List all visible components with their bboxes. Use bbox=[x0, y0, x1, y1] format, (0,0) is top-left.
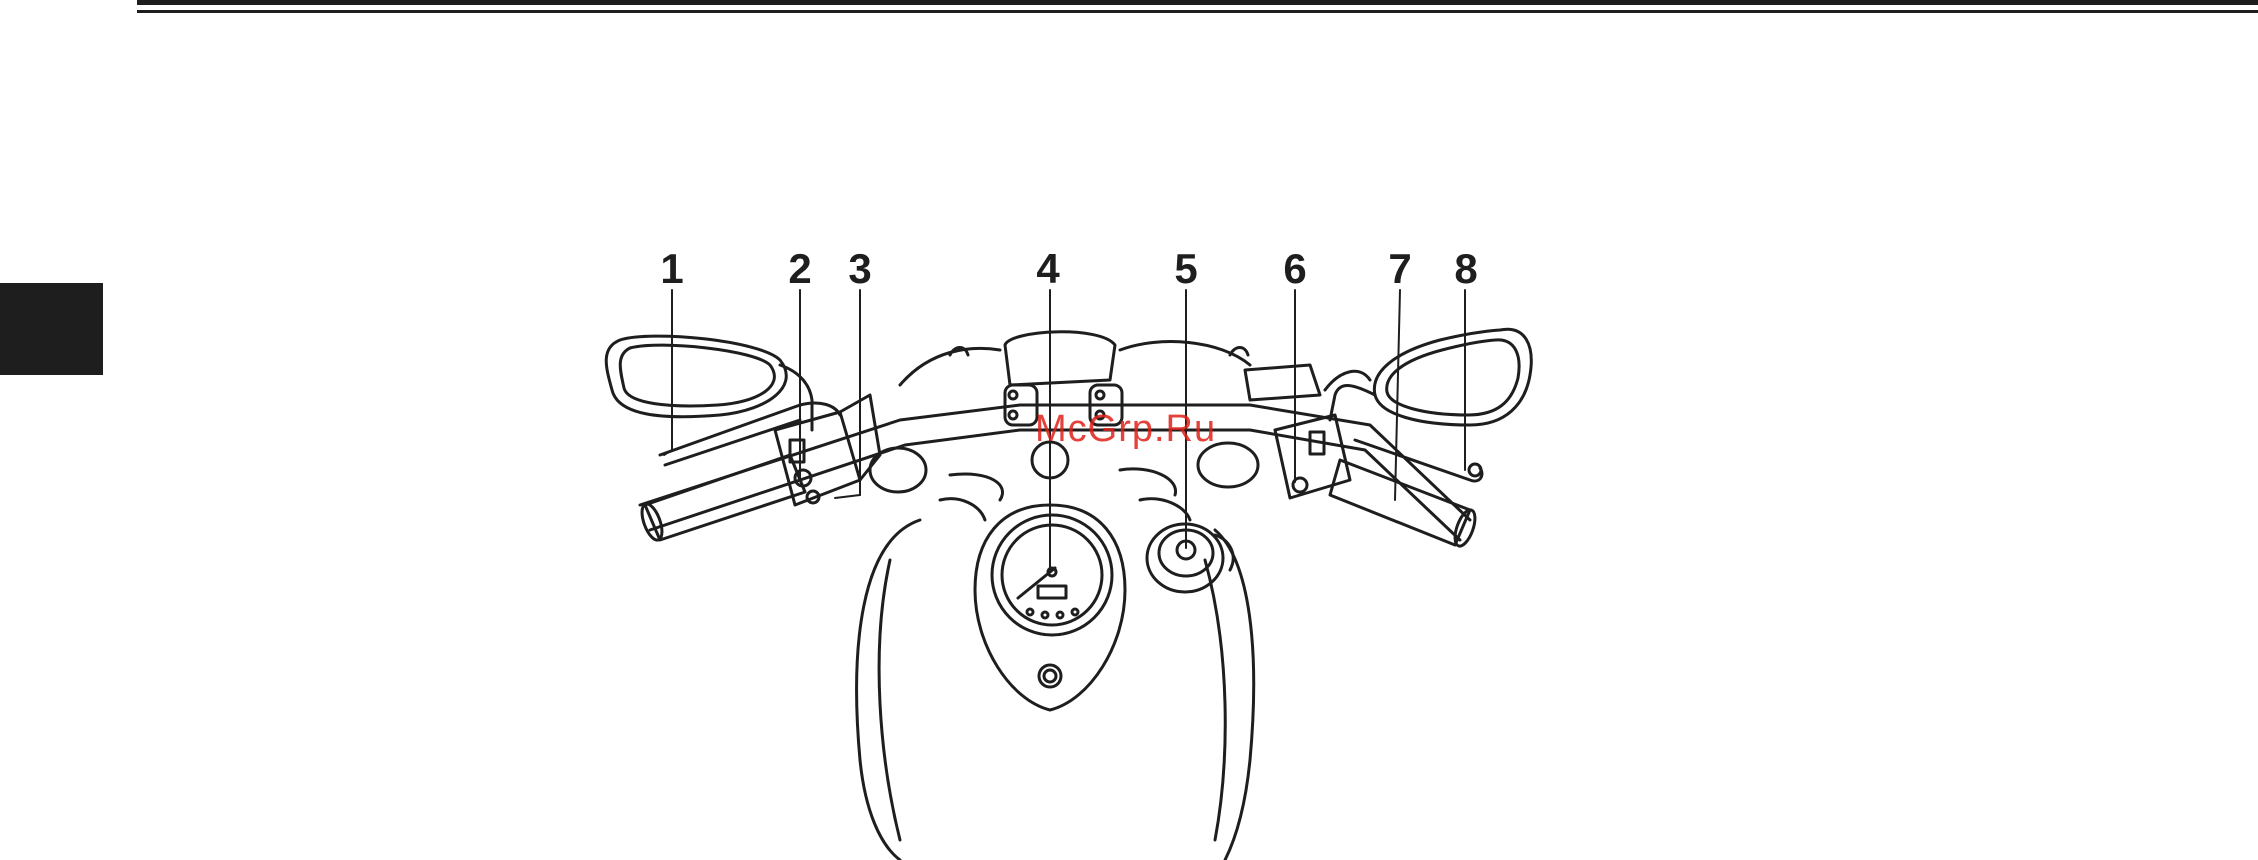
callout-6: 6 bbox=[1283, 248, 1306, 290]
callout-3: 3 bbox=[848, 248, 871, 290]
callout-2: 2 bbox=[788, 248, 811, 290]
callout-5: 5 bbox=[1174, 248, 1197, 290]
callout-7: 7 bbox=[1388, 248, 1411, 290]
watermark: McGrp.Ru bbox=[1035, 408, 1216, 451]
callout-4: 4 bbox=[1036, 248, 1059, 290]
left-switch-housing bbox=[775, 395, 880, 505]
left-mirror bbox=[606, 336, 812, 430]
right-grip bbox=[1330, 440, 1482, 549]
callout-1: 1 bbox=[660, 248, 683, 290]
right-mirror bbox=[1330, 329, 1531, 425]
fork-area bbox=[870, 443, 1258, 520]
callout-8: 8 bbox=[1454, 248, 1477, 290]
